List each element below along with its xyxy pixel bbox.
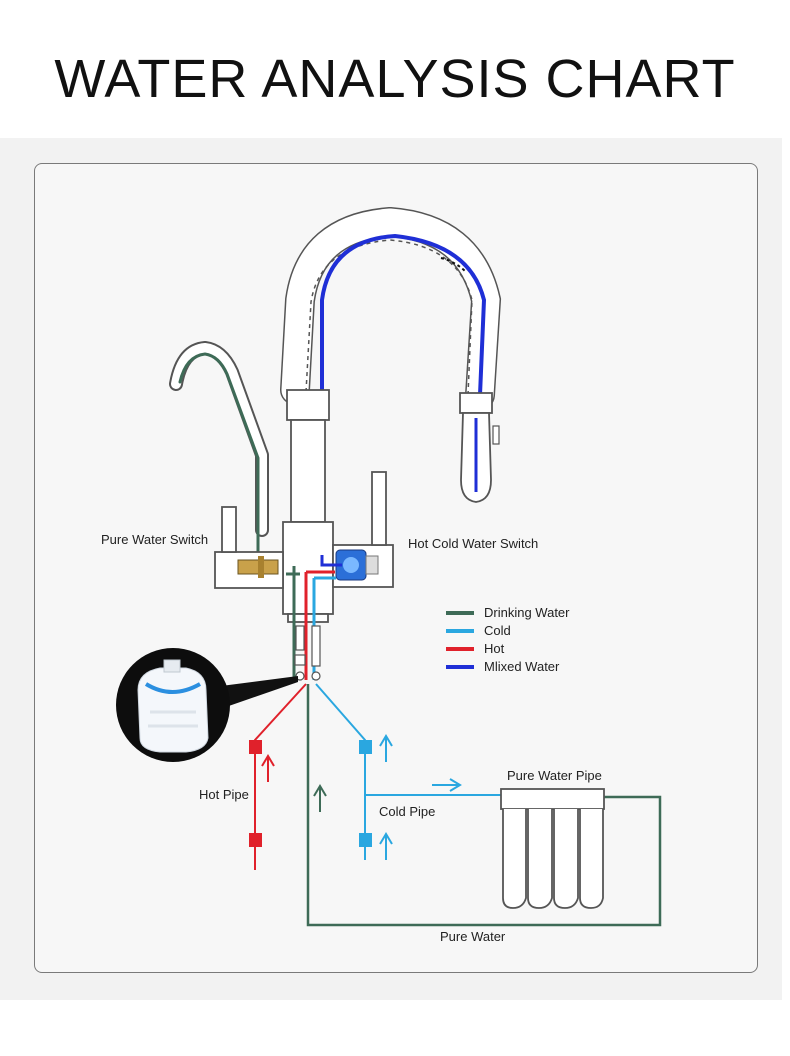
connector-zoom — [116, 648, 298, 762]
brass-valve — [237, 556, 279, 578]
pure-water-filter — [500, 788, 605, 909]
legend-label: Hot — [484, 641, 505, 656]
page-title: WATER ANALYSIS CHART — [54, 49, 736, 109]
body-internal-lines — [286, 555, 342, 680]
main-spout — [280, 206, 502, 557]
hot-pipe-line — [254, 683, 307, 870]
pure-water-label: Pure Water — [440, 929, 506, 944]
legend-swatch-drinking — [446, 610, 474, 615]
diagram-panel — [34, 163, 758, 973]
hot-pipe-label: Hot Pipe — [199, 787, 249, 802]
pure-water-spout — [169, 341, 269, 558]
faucet-body — [214, 389, 394, 623]
legend-label: Mlixed Water — [484, 659, 560, 674]
legend-label: Cold — [484, 623, 511, 638]
cold-pipe-label: Cold Pipe — [379, 804, 436, 819]
legend-item-cold: Cold — [446, 623, 511, 638]
legend-swatch-cold — [446, 628, 474, 633]
legend-swatch-hot — [446, 646, 474, 651]
legend-label: Drinking Water — [484, 605, 570, 620]
spray-head — [459, 392, 500, 503]
cold-pipe-fittings — [359, 740, 372, 847]
hot-cold-water-switch-label: Hot Cold Water Switch — [408, 536, 539, 551]
legend-item-mixed: Mlixed Water — [446, 659, 559, 674]
legend-swatch-mixed — [446, 664, 474, 669]
hot-pipe-fittings — [249, 740, 262, 847]
cold-pipe-line — [315, 683, 505, 860]
flow-arrows — [261, 734, 462, 860]
pure-water-pipe-label: Pure Water Pipe — [507, 768, 602, 783]
pure-water-line — [306, 684, 662, 927]
pure-water-switch-label: Pure Water Switch — [101, 532, 209, 547]
legend-item-drinking: Drinking Water — [446, 605, 569, 620]
legend-item-hot: Hot — [446, 641, 504, 656]
